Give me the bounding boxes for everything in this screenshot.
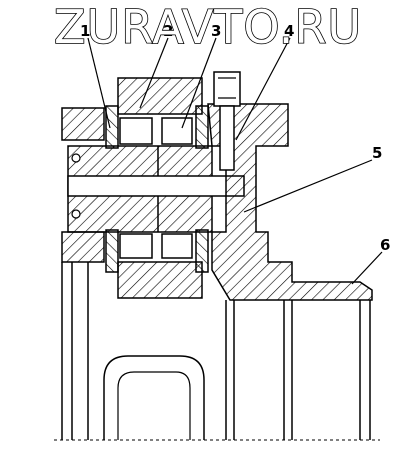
bolt-hole-left-2 (71, 209, 81, 219)
outer-race-upper (117, 77, 203, 115)
wheel-rim (61, 107, 105, 141)
through-bolt (67, 175, 245, 197)
hub-plates (225, 300, 371, 440)
callout-6: 6 (380, 236, 390, 254)
grease-fitting (213, 71, 241, 107)
wheel-web (61, 262, 89, 440)
fitting-channel (219, 105, 235, 171)
wheel-opening (103, 355, 205, 440)
leader-4 (235, 37, 291, 141)
bolt-hole-left (71, 153, 81, 163)
wheel-rim-lower (61, 231, 105, 263)
leader-6 (351, 251, 383, 285)
roller-upper-2 (161, 117, 193, 145)
roller-lower-2 (161, 233, 193, 259)
callout-2: 2 (163, 22, 173, 40)
hub-carrier (207, 103, 373, 301)
callout-1: 1 (80, 22, 90, 40)
spacer-ring-upper (105, 105, 119, 149)
roller-lower (119, 233, 153, 259)
spacer-ring-lower-right (195, 229, 209, 273)
spacer-ring-lower (105, 229, 119, 273)
site-watermark: ZURAVTO.RU (53, 0, 362, 55)
leader-3 (181, 37, 217, 129)
spacer-ring-upper-right (195, 105, 209, 149)
outer-race-lower (117, 261, 203, 299)
roller-upper (119, 117, 153, 145)
callout-3: 3 (211, 22, 221, 40)
callout-4: 4 (284, 22, 294, 40)
callout-5: 5 (372, 144, 382, 162)
wheel-opening-inner (117, 371, 191, 440)
leader-1 (87, 37, 111, 129)
leader-2 (139, 37, 169, 109)
leader-5 (243, 159, 373, 213)
